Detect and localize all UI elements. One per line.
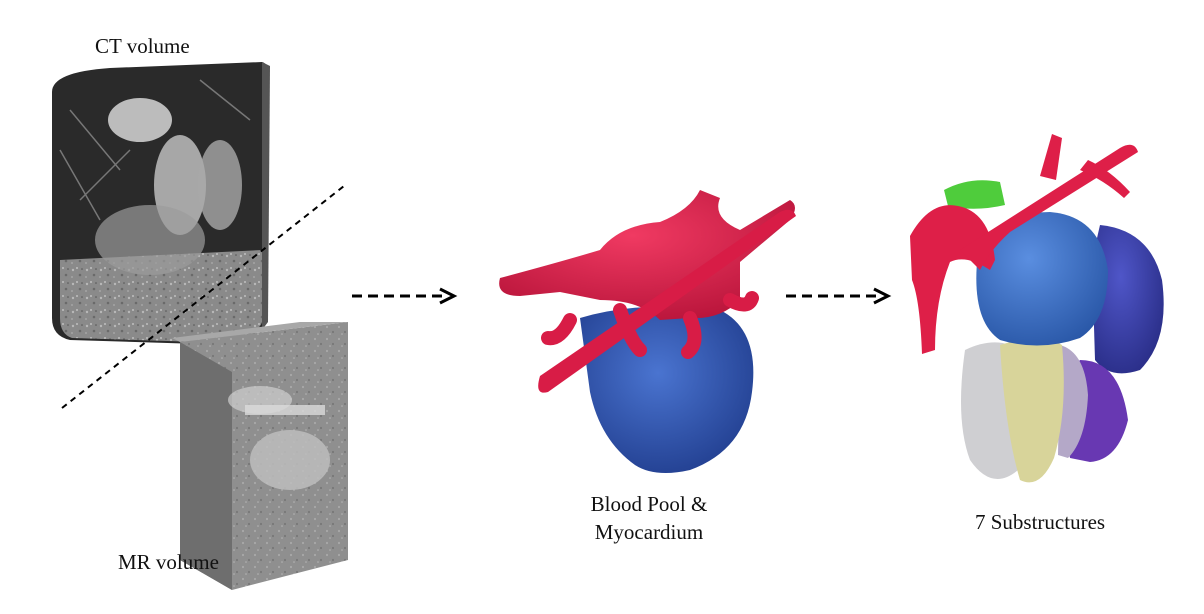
seven-substructures-mesh [910,134,1164,483]
blood-pool-myocardium-mesh [499,190,796,474]
dashed-divider [61,185,345,409]
substructures-label: 7 Substructures [975,510,1106,534]
mr-volume-label: MR volume [118,550,219,574]
ct-volume-label: CT volume [95,34,190,58]
mr-volume-image [172,322,348,590]
ct-volume-image [52,62,270,344]
dashed-arrow [786,287,892,305]
blood-pool-label-line2: Myocardium [594,520,704,544]
dashed-arrow [352,287,458,305]
blood-pool-label-line1: Blood Pool & [590,492,708,516]
